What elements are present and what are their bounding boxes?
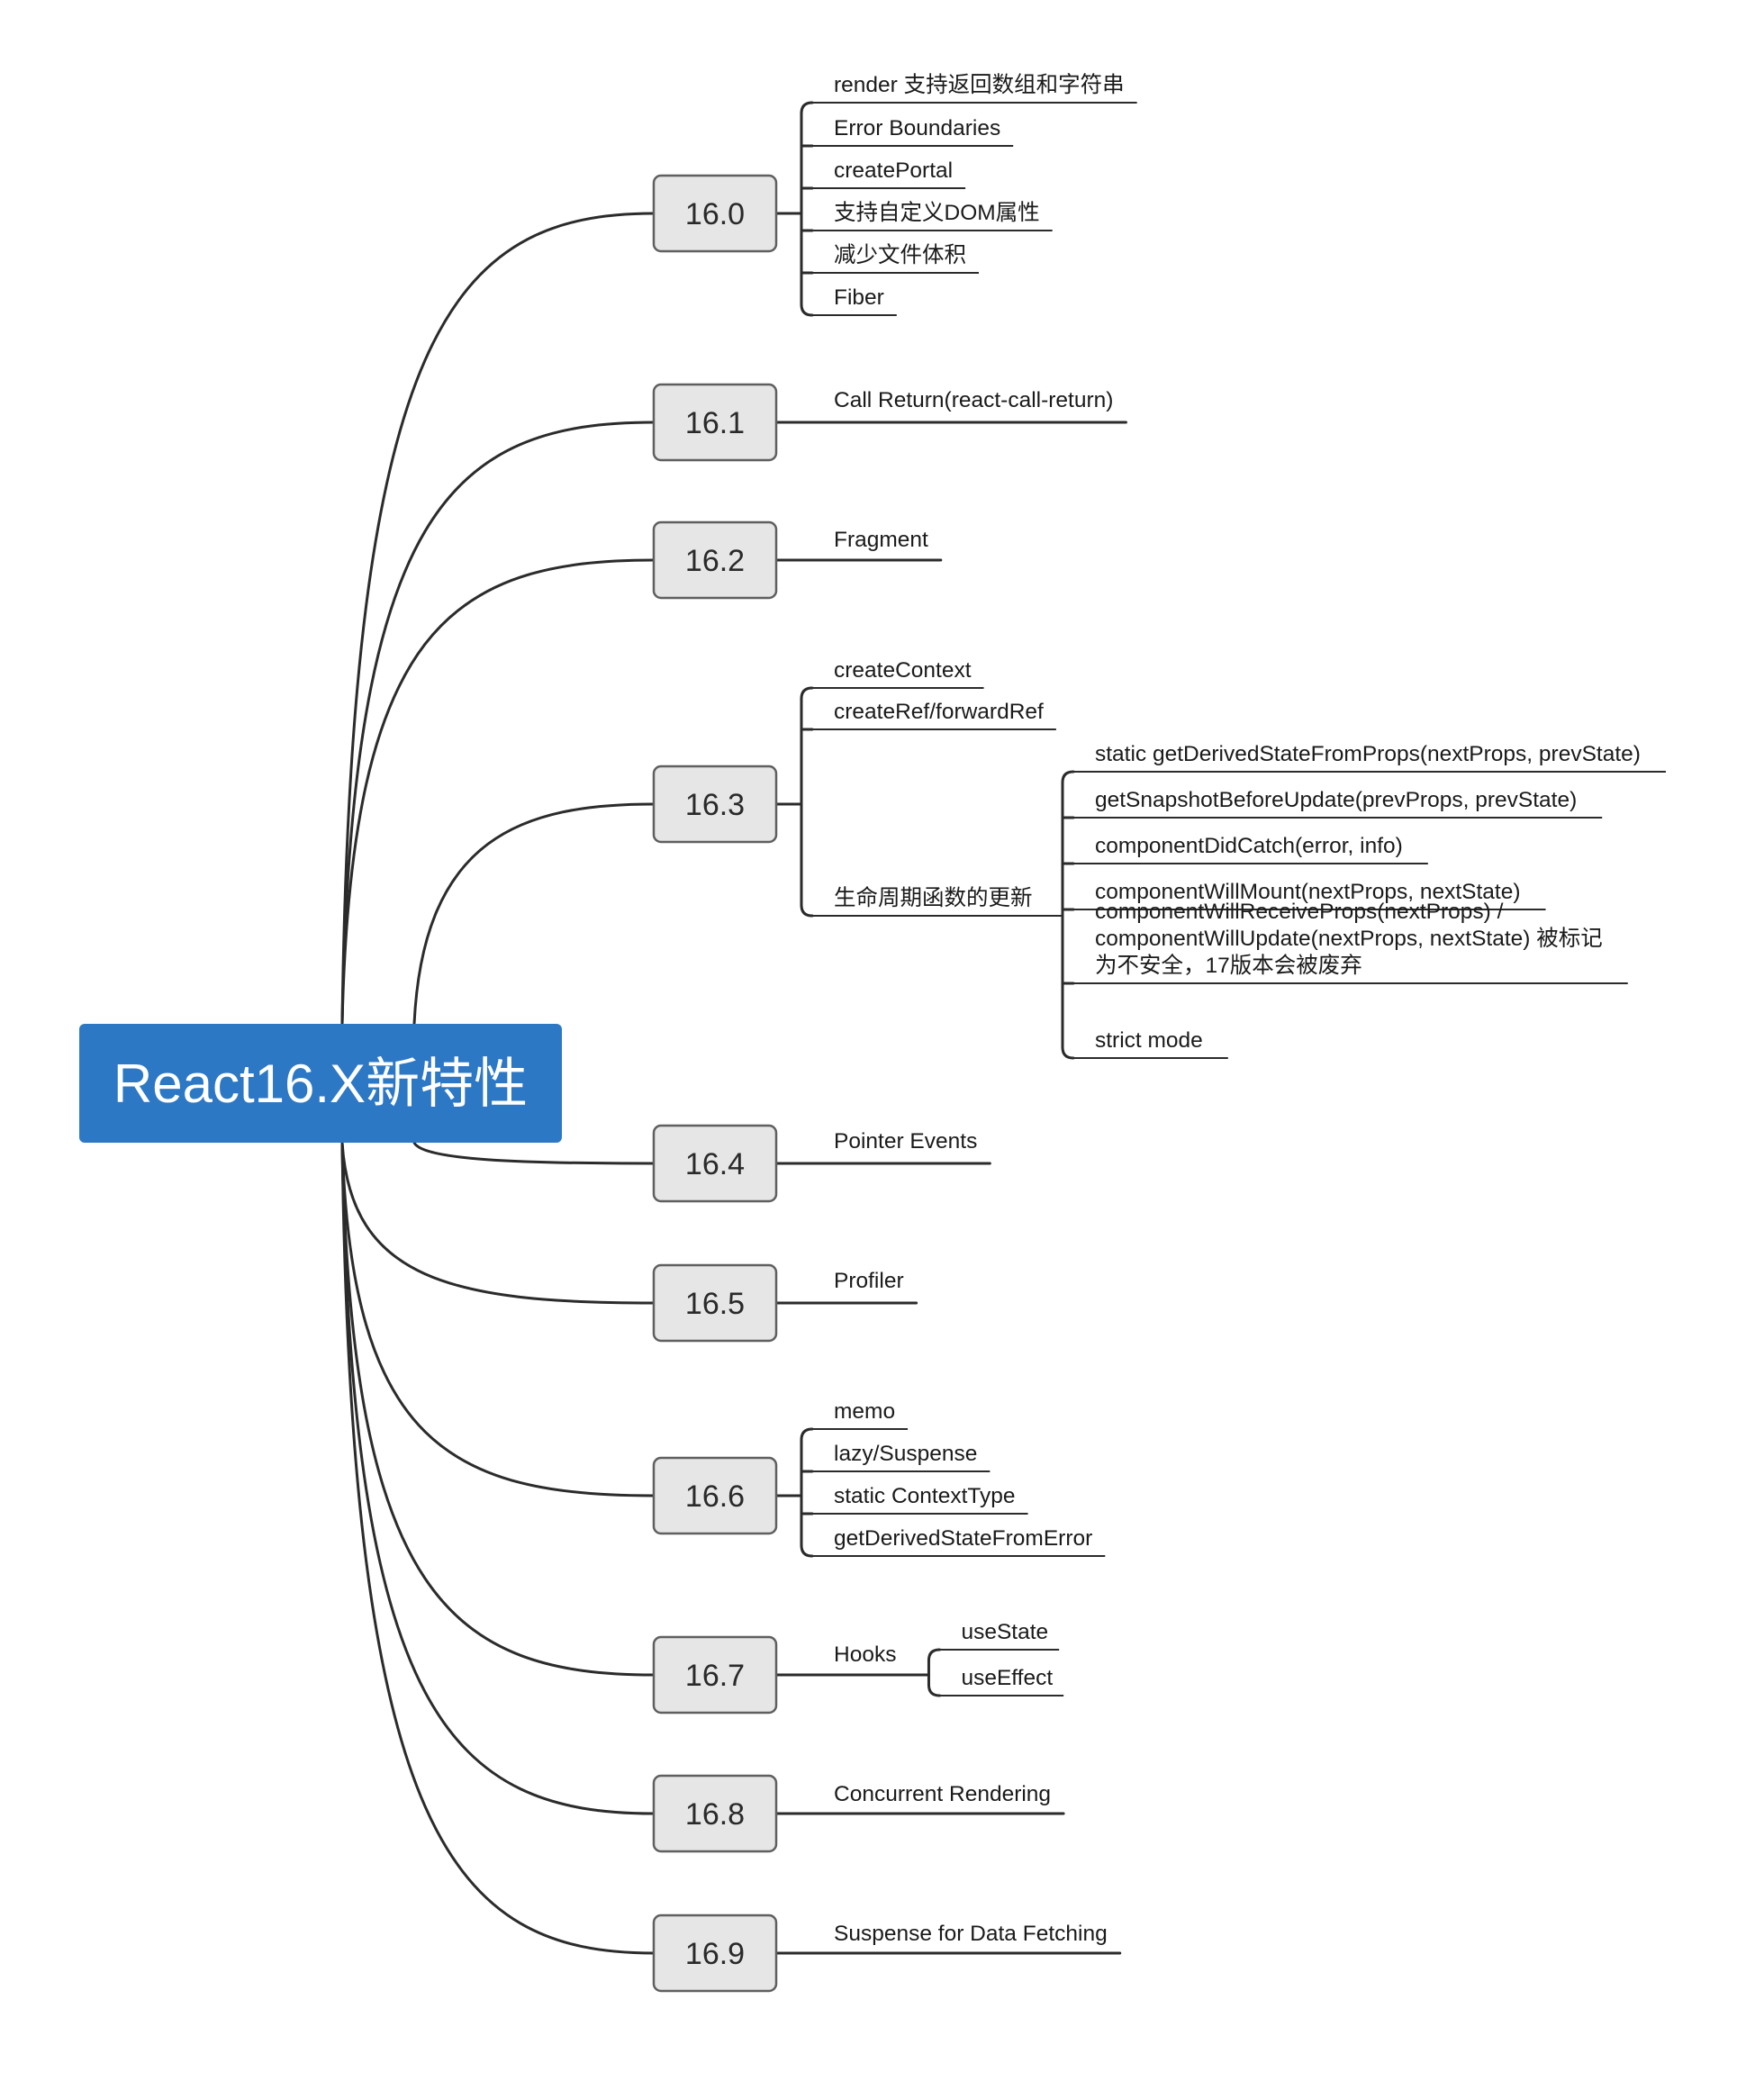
- feature-label: static ContextType: [834, 1484, 1016, 1508]
- sub-feature-label: static getDerivedStateFromProps(nextProp…: [1095, 742, 1641, 766]
- feature-label: createContext: [834, 658, 972, 683]
- sub-feature-label: componentDidCatch(error, info): [1095, 834, 1403, 858]
- sub-branch-elbow: [1061, 1045, 1075, 1060]
- version-box: [652, 383, 778, 462]
- feature-label: Call Return(react-call-return): [834, 388, 1113, 412]
- version-node: 16.0: [652, 174, 778, 253]
- version-label: 16.9: [685, 1937, 745, 1971]
- branch-elbow: [800, 1543, 814, 1558]
- version-box: [652, 1263, 778, 1343]
- version-label: 16.6: [685, 1479, 745, 1514]
- version-box: [652, 520, 778, 600]
- feature-label: createRef/forwardRef: [834, 700, 1044, 724]
- sub-feature-label: componentWillMount(nextProps, nextState): [1095, 880, 1521, 904]
- version-label: 16.5: [685, 1287, 745, 1321]
- version-link: [340, 1141, 656, 1305]
- version-label: 16.2: [685, 544, 745, 578]
- version-box: [652, 1914, 778, 1993]
- nodes-layer: React16.X新特性 16.0 render 支持返回数组和字符串 Error B…: [79, 72, 1641, 1993]
- branch-elbow: [927, 1683, 941, 1697]
- sub-feature-label: useState: [961, 1620, 1048, 1644]
- version-node: 16.9: [652, 1914, 778, 1993]
- branch-elbow: [800, 1427, 814, 1442]
- version-box: [652, 1456, 778, 1535]
- version-node: 16.6: [652, 1456, 778, 1535]
- version-label: 16.3: [685, 788, 745, 822]
- version-box: [652, 1774, 778, 1853]
- version-node: 16.5: [652, 1263, 778, 1343]
- version-label: 16.8: [685, 1797, 745, 1832]
- version-link: [412, 802, 656, 1026]
- version-label: 16.0: [685, 197, 745, 231]
- feature-label: 支持自定义DOM属性: [834, 200, 1040, 225]
- sub-feature-label: useEffect: [961, 1666, 1053, 1690]
- root-title: React16.X新特性: [113, 1054, 528, 1114]
- version-node: 16.7: [652, 1635, 778, 1715]
- feature-label: memo: [834, 1399, 895, 1424]
- feature-label: render 支持返回数组和字符串: [834, 72, 1125, 97]
- connector-lines: [340, 101, 1666, 1955]
- branch-elbow: [800, 303, 814, 317]
- feature-label: lazy/Suspense: [834, 1442, 977, 1466]
- version-link: [340, 1141, 656, 1677]
- feature-label: Profiler: [834, 1269, 904, 1293]
- version-link: [412, 1141, 656, 1165]
- version-node: 16.2: [652, 520, 778, 600]
- version-node: 16.8: [652, 1774, 778, 1853]
- version-box: [652, 174, 778, 253]
- feature-label: createPortal: [834, 158, 953, 183]
- feature-label: Error Boundaries: [834, 116, 1000, 140]
- sub-branch-elbow: [1061, 770, 1075, 784]
- version-node: 16.4: [652, 1124, 778, 1203]
- version-link: [340, 1141, 656, 1955]
- feature-label: 减少文件体积: [834, 242, 966, 267]
- version-label: 16.4: [685, 1147, 745, 1181]
- sub-feature-label: strict mode: [1095, 1028, 1203, 1053]
- version-box: [652, 765, 778, 844]
- version-link: [340, 1141, 656, 1497]
- branch-elbow: [800, 903, 814, 918]
- branch-elbow: [800, 686, 814, 701]
- feature-label: Hooks: [834, 1642, 896, 1667]
- version-box: [652, 1124, 778, 1203]
- version-node: 16.3: [652, 765, 778, 844]
- root-node: [79, 1024, 562, 1143]
- sub-feature-label: getSnapshotBeforeUpdate(prevProps, prevS…: [1095, 788, 1577, 812]
- feature-label: Concurrent Rendering: [834, 1782, 1051, 1806]
- version-label: 16.7: [685, 1659, 745, 1693]
- feature-label: Suspense for Data Fetching: [834, 1922, 1108, 1946]
- version-label: 16.1: [685, 406, 745, 440]
- version-box: [652, 1635, 778, 1715]
- feature-label: Fiber: [834, 285, 884, 310]
- version-link: [340, 1141, 656, 1815]
- feature-label: 生命周期函数的更新: [834, 885, 1033, 910]
- version-link: [340, 212, 656, 1026]
- sub-feature-label: componentWillReceiveProps(nextProps) /co…: [1095, 900, 1603, 978]
- version-link: [340, 558, 656, 1026]
- version-node: 16.1: [652, 383, 778, 462]
- branch-elbow: [800, 101, 814, 115]
- feature-label: getDerivedStateFromError: [834, 1526, 1092, 1551]
- version-link: [340, 421, 656, 1026]
- feature-label: Pointer Events: [834, 1129, 977, 1154]
- feature-label: Fragment: [834, 528, 928, 552]
- branch-elbow: [927, 1648, 941, 1662]
